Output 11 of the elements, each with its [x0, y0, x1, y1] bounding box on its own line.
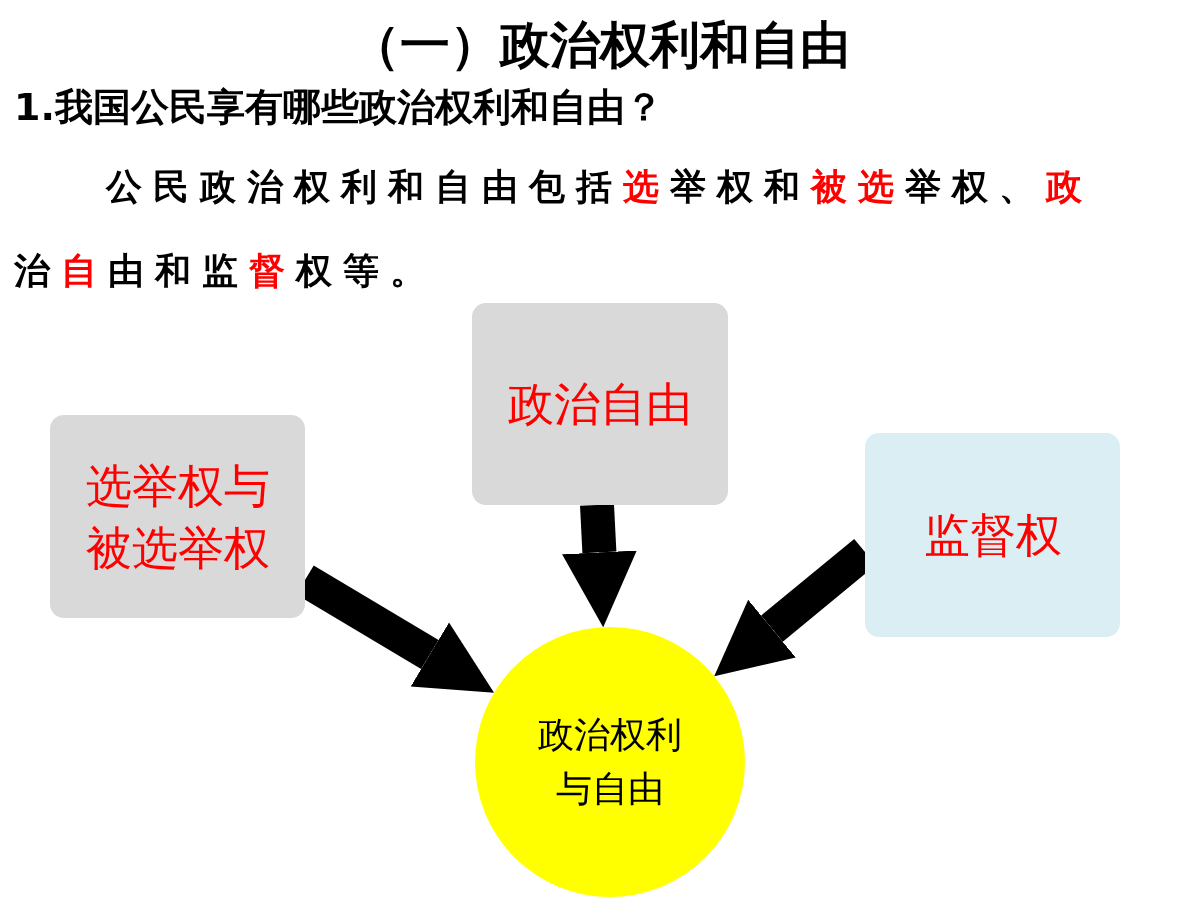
node-label: 监督权: [922, 507, 1063, 564]
rounded-box: [865, 433, 1120, 637]
node-label: 政治权利与自由: [537, 713, 683, 811]
rounded-box: [472, 303, 728, 505]
answer-paragraph: 公民政治权利和自由包括选举权和被选举权、政治自由和监督权等。: [14, 165, 1094, 293]
question-text: 1.我国公民享有哪些政治权利和自由？: [14, 84, 663, 131]
arrow: [562, 504, 637, 628]
node-label: 选举权与被选举权: [84, 457, 271, 577]
title: （一）政治权利和自由: [350, 15, 851, 76]
node-label: 政治自由: [507, 376, 693, 433]
rounded-box: [50, 415, 305, 618]
